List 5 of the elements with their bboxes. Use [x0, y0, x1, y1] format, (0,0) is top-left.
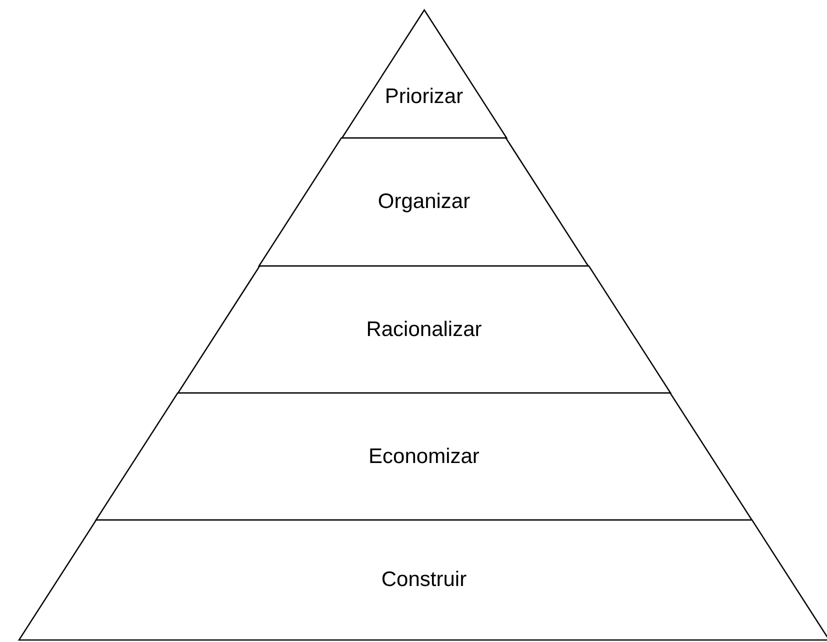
tier-label: Priorizar	[384, 85, 464, 110]
tier-label: Construir	[380, 568, 468, 592]
tier-label: Organizar	[376, 190, 472, 214]
tier-label: Racionalizar	[365, 318, 483, 342]
tier-label: Economizar	[368, 444, 480, 468]
